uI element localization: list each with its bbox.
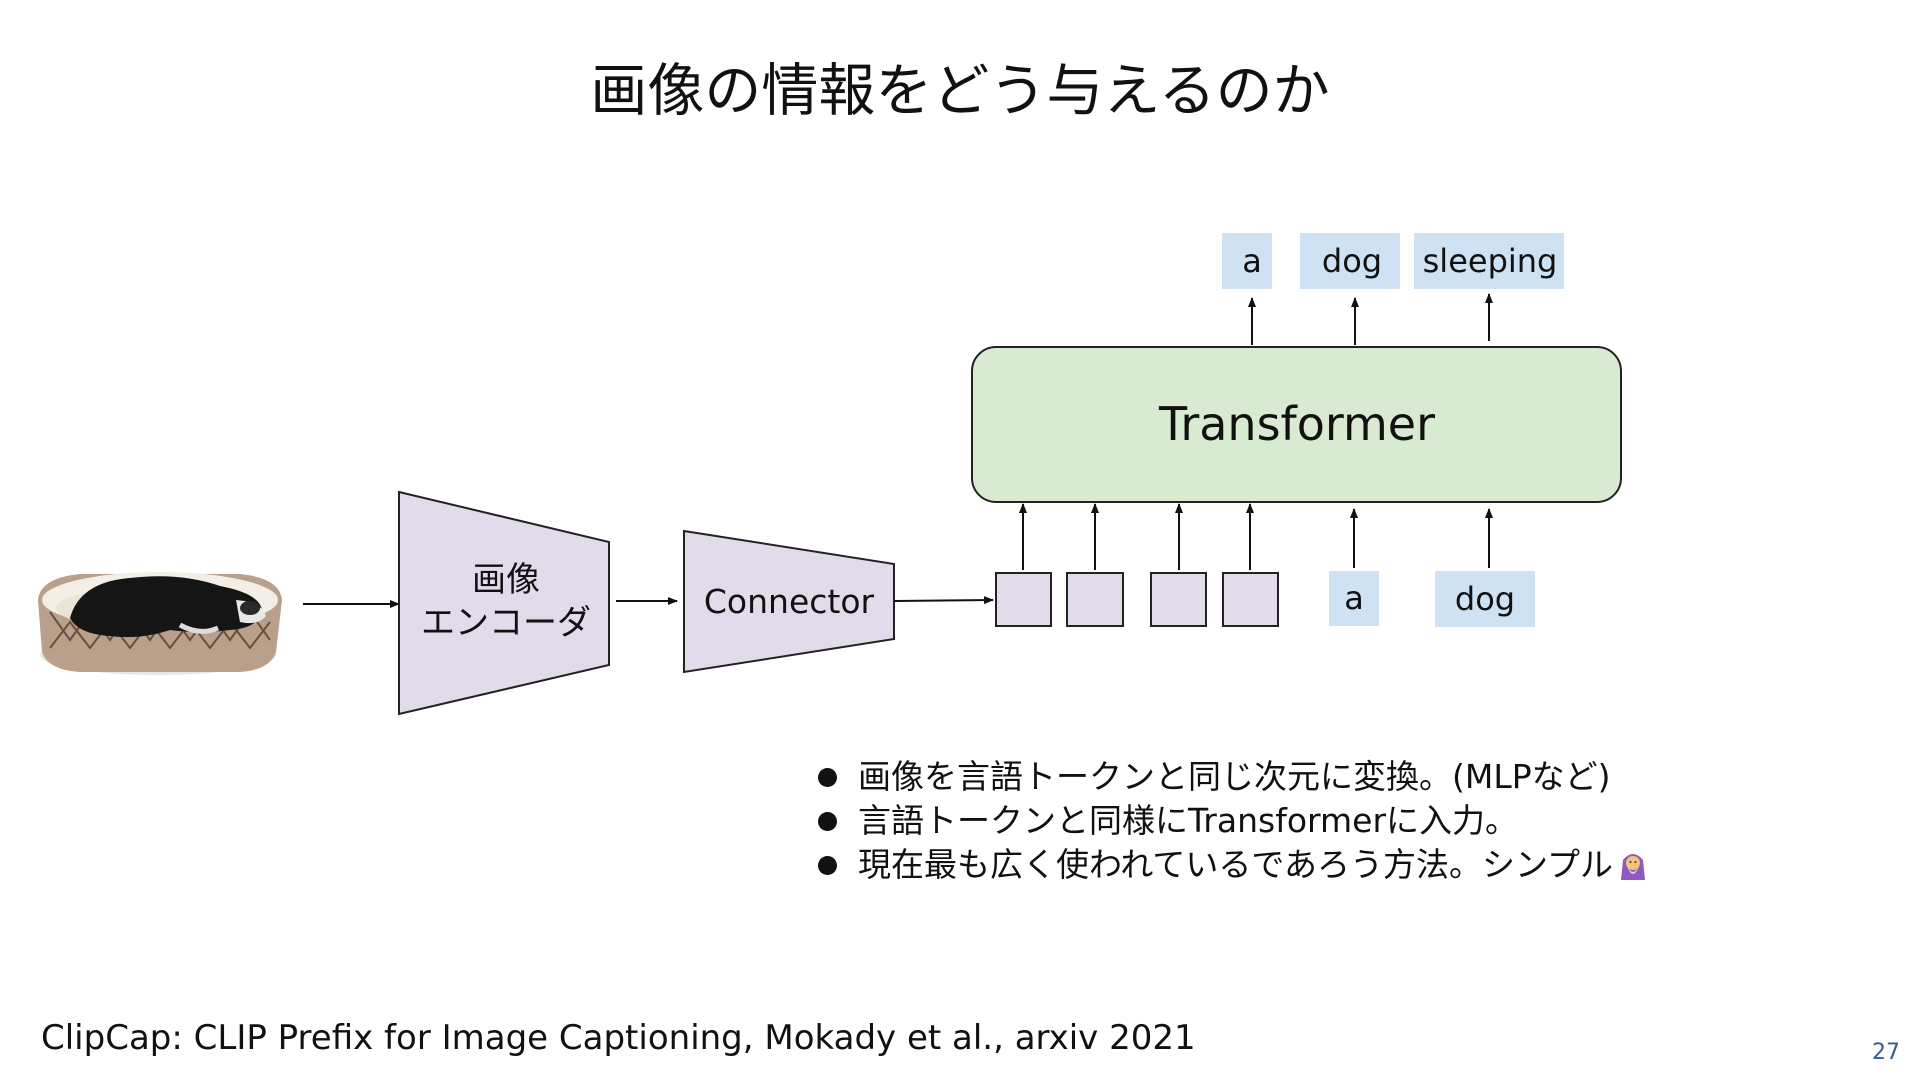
- citation: ClipCap: CLIP Prefix for Image Captionin…: [41, 1018, 1196, 1058]
- mage-emoji-icon: [1621, 854, 1646, 880]
- output-arrows: [1248, 293, 1493, 345]
- arrow-connector-to-prefix: [893, 596, 994, 605]
- bullet-item: 画像を言語トークンと同じ次元に変換。(MLPなど): [812, 755, 1651, 799]
- output-token-sleeping: sleeping: [1414, 233, 1564, 289]
- input-token-dog: dog: [1435, 571, 1535, 627]
- transformer-block: Transformer: [971, 346, 1622, 503]
- prefix-token: [1066, 572, 1124, 627]
- output-token-dog: dog: [1300, 233, 1400, 289]
- transformer-label: Transformer: [1158, 397, 1435, 451]
- svg-text:a: a: [1344, 579, 1364, 617]
- input-arrows: [1019, 503, 1493, 570]
- connector-label: Connector: [704, 582, 875, 621]
- prefix-token: [995, 572, 1052, 627]
- prefix-token: [1150, 572, 1207, 627]
- prefix-tokens: [995, 572, 1279, 627]
- svg-text:a: a: [1242, 242, 1262, 280]
- svg-text:dog: dog: [1322, 242, 1382, 280]
- slide-title: 画像の情報をどう与えるのか: [590, 58, 1330, 124]
- page-number: 27: [1872, 1040, 1900, 1065]
- dog-in-bed-image: [38, 572, 282, 675]
- prefix-token: [1222, 572, 1279, 627]
- input-token-a: a: [1329, 571, 1379, 626]
- bullet-item: 現在最も広く使われているであろう方法。シンプル: [812, 843, 1651, 887]
- svg-text:dog: dog: [1455, 580, 1515, 618]
- bullet-item: 言語トークンと同様にTransformerに入力。: [812, 799, 1651, 843]
- connector-block: Connector: [683, 529, 895, 674]
- image-encoder-label-line1: 画像: [472, 560, 540, 600]
- bullet-list: 画像を言語トークンと同じ次元に変換。(MLPなど) 言語トークンと同様にTran…: [812, 755, 1651, 887]
- image-encoder-label-line2: エンコーダ: [421, 603, 591, 643]
- image-encoder-block: 画像 エンコーダ: [398, 490, 610, 716]
- output-token-a: a: [1222, 233, 1272, 289]
- svg-text:sleeping: sleeping: [1423, 242, 1558, 280]
